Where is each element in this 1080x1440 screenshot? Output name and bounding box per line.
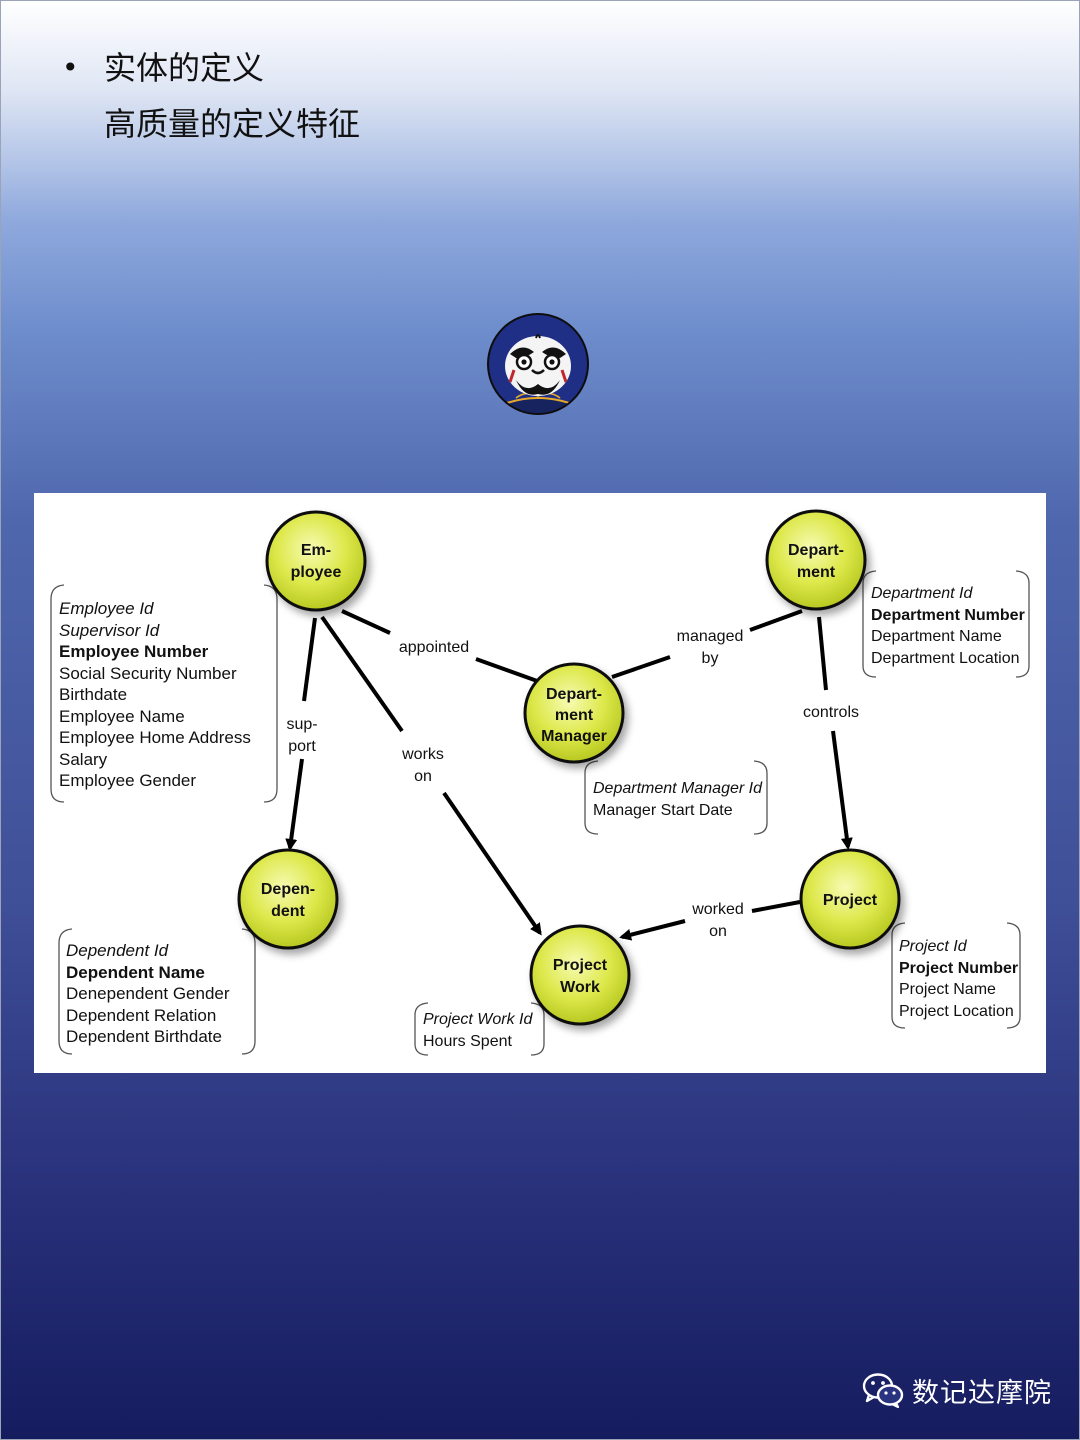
bracket-project-left [891, 922, 906, 1029]
node-dependent [237, 848, 339, 950]
diagram-edges [285, 609, 853, 941]
attributes-department: Department Id Department Number Departme… [871, 585, 1025, 667]
bracket-projectwork-left [414, 1002, 429, 1056]
edge-support-dependent [285, 758, 304, 851]
bracket-dependent-left [58, 928, 73, 1055]
edge-project-workedon [751, 900, 801, 913]
rel-label-appointed: appointed [399, 639, 469, 656]
attr-salary: Salary [59, 750, 108, 769]
bullet-text: 高质量的定义特征 [104, 105, 361, 143]
bullet-marker: • [62, 51, 79, 84]
edge-workedon-projectwork [619, 919, 686, 941]
node-project [799, 848, 901, 950]
attr-dependent-id: Dependent Id [66, 941, 169, 960]
bracket-projectwork-right [530, 1002, 545, 1056]
attr-employee-gender: Employee Gender [59, 771, 196, 790]
attr-department-manager-id: Department Manager Id [593, 780, 763, 797]
attr-project-name: Project Name [899, 981, 996, 998]
node-label-project: Project [823, 892, 878, 909]
bullet-item-quality-traits: 高质量的定义特征 [62, 96, 360, 152]
attr-employee-name: Employee Name [59, 707, 185, 726]
attr-dependent-relation: Dependent Relation [66, 1006, 216, 1025]
watermark: 数记达摩院 [862, 1370, 1052, 1410]
bracket-manager-right [753, 760, 768, 835]
bullet-item-entity-definition: • 实体的定义 [62, 40, 360, 96]
attr-employee-id: Employee Id [59, 599, 154, 618]
attr-project-number: Project Number [899, 960, 1018, 977]
bracket-department-left [862, 570, 877, 678]
attr-supervisor-id: Supervisor Id [59, 621, 160, 640]
attr-manager-start-date: Manager Start Date [593, 802, 733, 819]
attr-employee-number: Employee Number [59, 642, 209, 661]
attributes-dependent: Dependent Id Dependent Name Denependent … [66, 941, 230, 1046]
attr-project-id: Project Id [899, 938, 968, 955]
node-label-employee: Em-ployee [291, 542, 342, 581]
attr-dependent-name: Dependent Name [66, 963, 205, 982]
bracket-manager-left [584, 760, 599, 835]
attr-department-number: Department Number [871, 607, 1025, 624]
bracket-department-right [1015, 570, 1030, 678]
daruma-logo-icon [487, 313, 589, 415]
attributes-employee: Employee Id Supervisor Id Employee Numbe… [59, 599, 251, 790]
attr-project-location: Project Location [899, 1003, 1014, 1020]
edge-employee-workson [320, 615, 404, 733]
bullet-list: • 实体的定义 高质量的定义特征 [62, 40, 360, 152]
edge-managed-manager [611, 655, 671, 679]
watermark-text: 数记达摩院 [912, 1377, 1052, 1409]
node-label-department: Depart-ment [788, 542, 844, 581]
bracket-employee-left [50, 584, 65, 803]
attr-birthdate: Birthdate [59, 685, 127, 704]
edge-employee-support [302, 617, 317, 702]
attributes-dept-manager: Department Manager Id Manager Start Date [593, 780, 763, 819]
node-employee [265, 510, 367, 612]
attr-department-name: Department Name [871, 628, 1002, 645]
bracket-employee-right [263, 584, 278, 803]
edge-department-managed [749, 609, 803, 632]
node-label-dependent: Depen-dent [261, 881, 315, 920]
bullet-text: 实体的定义 [104, 49, 265, 87]
bracket-project-right [1006, 922, 1021, 1029]
rel-label-support: sup-port [286, 716, 317, 755]
wechat-icon [862, 1373, 904, 1408]
edge-employee-appointed [341, 609, 391, 635]
attributes-project: Project Id Project Number Project Name P… [899, 938, 1018, 1020]
edge-department-controls [817, 616, 828, 691]
edge-controls-project [831, 730, 853, 850]
attributes-project-work: Project Work Id Hours Spent [423, 1011, 533, 1050]
attribute-brackets [50, 570, 1030, 1056]
bracket-dependent-right [241, 928, 256, 1055]
edge-workson-projectwork [442, 791, 542, 936]
node-department [765, 509, 867, 611]
attr-hours-spent: Hours Spent [423, 1033, 512, 1050]
attr-dependent-gender: Denependent Gender [66, 984, 230, 1003]
attr-department-id: Department Id [871, 585, 973, 602]
rel-label-controls: controls [803, 704, 859, 721]
attr-project-work-id: Project Work Id [423, 1011, 533, 1028]
attr-employee-home-address: Employee Home Address [59, 728, 251, 747]
node-department-manager [523, 662, 625, 764]
attr-department-location: Department Location [871, 650, 1020, 667]
attr-dependent-birthdate: Dependent Birthdate [66, 1027, 222, 1046]
node-project-work [529, 924, 631, 1026]
attr-ssn: Social Security Number [59, 664, 237, 683]
edge-appointed-manager [475, 657, 541, 684]
